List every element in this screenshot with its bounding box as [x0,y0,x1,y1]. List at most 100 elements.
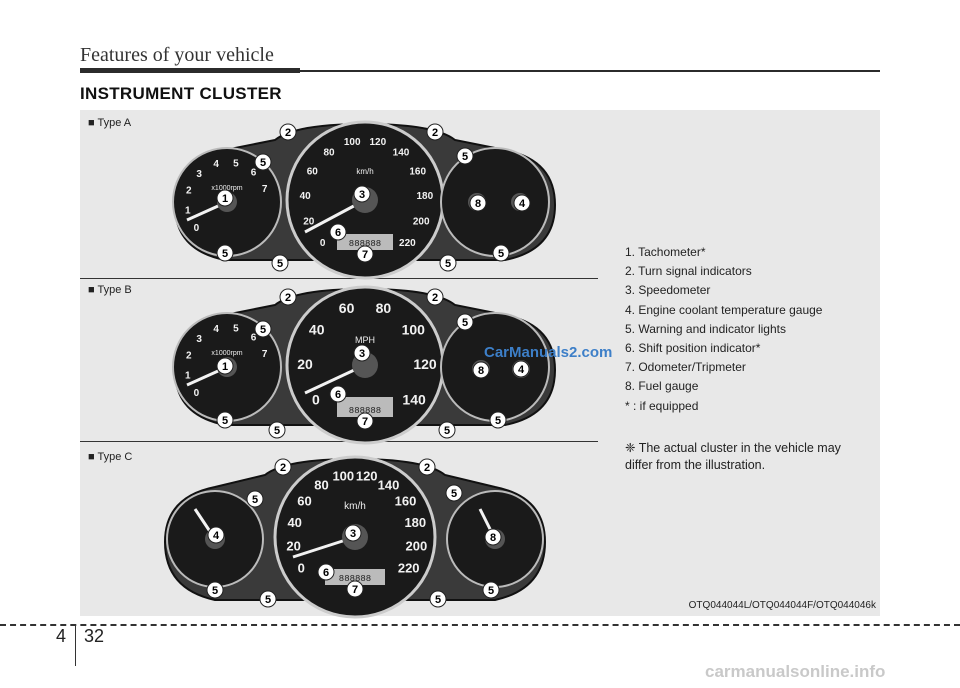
header-rule-thin [300,70,880,72]
gauge-scale-label: 20 [303,217,315,228]
legend-item: 7. Odometer/Tripmeter [625,360,746,375]
svg-text:5: 5 [451,488,457,500]
gauge-scale-label: 7 [262,184,268,195]
svg-text:5: 5 [498,248,504,260]
callout-5: 5 [254,153,272,171]
header-section-title: Features of your vehicle [80,44,274,66]
svg-text:2: 2 [432,127,438,139]
gauge-scale-label: 160 [409,167,426,178]
callout-6: 6 [329,385,347,403]
callout-5: 5 [429,590,447,608]
svg-text:2: 2 [285,127,291,139]
gauge-scale-label: 120 [369,137,386,148]
callout-1: 1 [216,189,234,207]
gauge-scale-label: 40 [309,321,325,337]
gauge-scale-label: 5 [233,324,239,335]
callout-3: 3 [353,185,371,203]
fuel-temp-dial [440,147,550,257]
gauge-scale-label: 80 [314,477,328,492]
gauge-scale-label: 80 [376,300,392,316]
callout-2-right: 2 [418,458,436,476]
gauge-scale-label: 4 [213,324,219,335]
callout-7: 7 [356,412,374,430]
legend-item: 3. Speedometer [625,283,711,298]
gauge-scale-label: 100 [402,321,426,337]
svg-text:5: 5 [222,415,228,427]
callout-2-left: 2 [274,458,292,476]
gauge-scale-label: 7 [262,349,268,360]
type-c-label: ■ Type C [88,451,133,463]
callout-8: 8 [472,361,490,379]
svg-text:2: 2 [432,292,438,304]
page-title: INSTRUMENT CLUSTER [80,84,282,103]
svg-text:5: 5 [462,151,468,163]
gauge-scale-label: 5 [233,159,239,170]
svg-text:5: 5 [274,425,280,437]
gauge-scale-label: 0 [194,388,200,399]
callout-8: 8 [484,528,502,546]
svg-text:3: 3 [350,528,356,540]
callout-5: 5 [489,411,507,429]
svg-text:8: 8 [475,198,481,210]
gauge-scale-label: 20 [297,356,313,372]
callout-5: 5 [456,147,474,165]
callout-4: 4 [512,360,530,378]
callout-5: 5 [438,421,456,439]
svg-text:8: 8 [490,532,496,544]
gauge-scale-label: 3 [196,169,202,180]
callout-1: 1 [216,357,234,375]
callout-7: 7 [346,580,364,598]
gauge-scale-label: 2 [186,186,192,197]
gauge-scale-label: 2 [186,351,192,362]
legend-item: 2. Turn signal indicators [625,264,752,279]
callout-3: 3 [353,344,371,362]
callout-4: 4 [513,194,531,212]
callout-7: 7 [356,245,374,263]
svg-text:5: 5 [435,594,441,606]
svg-text:5: 5 [212,585,218,597]
gauge-scale-label: 80 [323,148,335,159]
svg-text:2: 2 [280,462,286,474]
unit-kmh-label: km/h [356,167,373,176]
svg-text:4: 4 [518,364,525,376]
gauge-scale-label: 180 [404,515,426,530]
gauge-scale-label: 120 [413,356,437,372]
callout-5: 5 [216,411,234,429]
svg-text:5: 5 [495,415,501,427]
gauge-scale-label: 220 [399,238,416,249]
gauge-scale-label: 6 [251,333,257,344]
gauge-scale-label: 0 [298,561,305,576]
callout-2-left: 2 [279,288,297,306]
svg-text:2: 2 [424,462,430,474]
type-b-label: ■ Type B [88,284,132,296]
separator-a-b [80,278,598,279]
gauge-scale-label: 40 [300,191,312,202]
legend-item: 1. Tachometer* [625,245,706,259]
footer-dashed-rule [0,624,960,626]
svg-text:6: 6 [323,567,329,579]
separator-b-c [80,441,598,442]
callout-5: 5 [445,484,463,502]
watermark: CarManuals2.com [484,344,613,361]
gauge-scale-label: 0 [320,238,326,249]
gauge-scale-label: 180 [416,191,433,202]
callout-5: 5 [268,421,286,439]
svg-text:2: 2 [285,292,291,304]
tacho-unit-label: x1000rpm [211,350,242,357]
legend-footnote: * : if equipped [625,398,699,413]
callout-2-right: 2 [426,123,444,141]
svg-text:5: 5 [252,494,258,506]
svg-text:5: 5 [265,594,271,606]
svg-text:5: 5 [488,585,494,597]
svg-text:5: 5 [444,425,450,437]
reference-code: OTQ044044L/OTQ044044F/OTQ044046k [688,600,876,611]
gauge-scale-label: 200 [406,538,428,553]
gauge-scale-label: 160 [395,494,417,509]
callout-8: 8 [469,194,487,212]
fuel-temp-dial [440,312,550,422]
callout-3: 3 [344,524,362,542]
svg-text:5: 5 [462,317,468,329]
chapter-number: 4 [56,626,67,646]
